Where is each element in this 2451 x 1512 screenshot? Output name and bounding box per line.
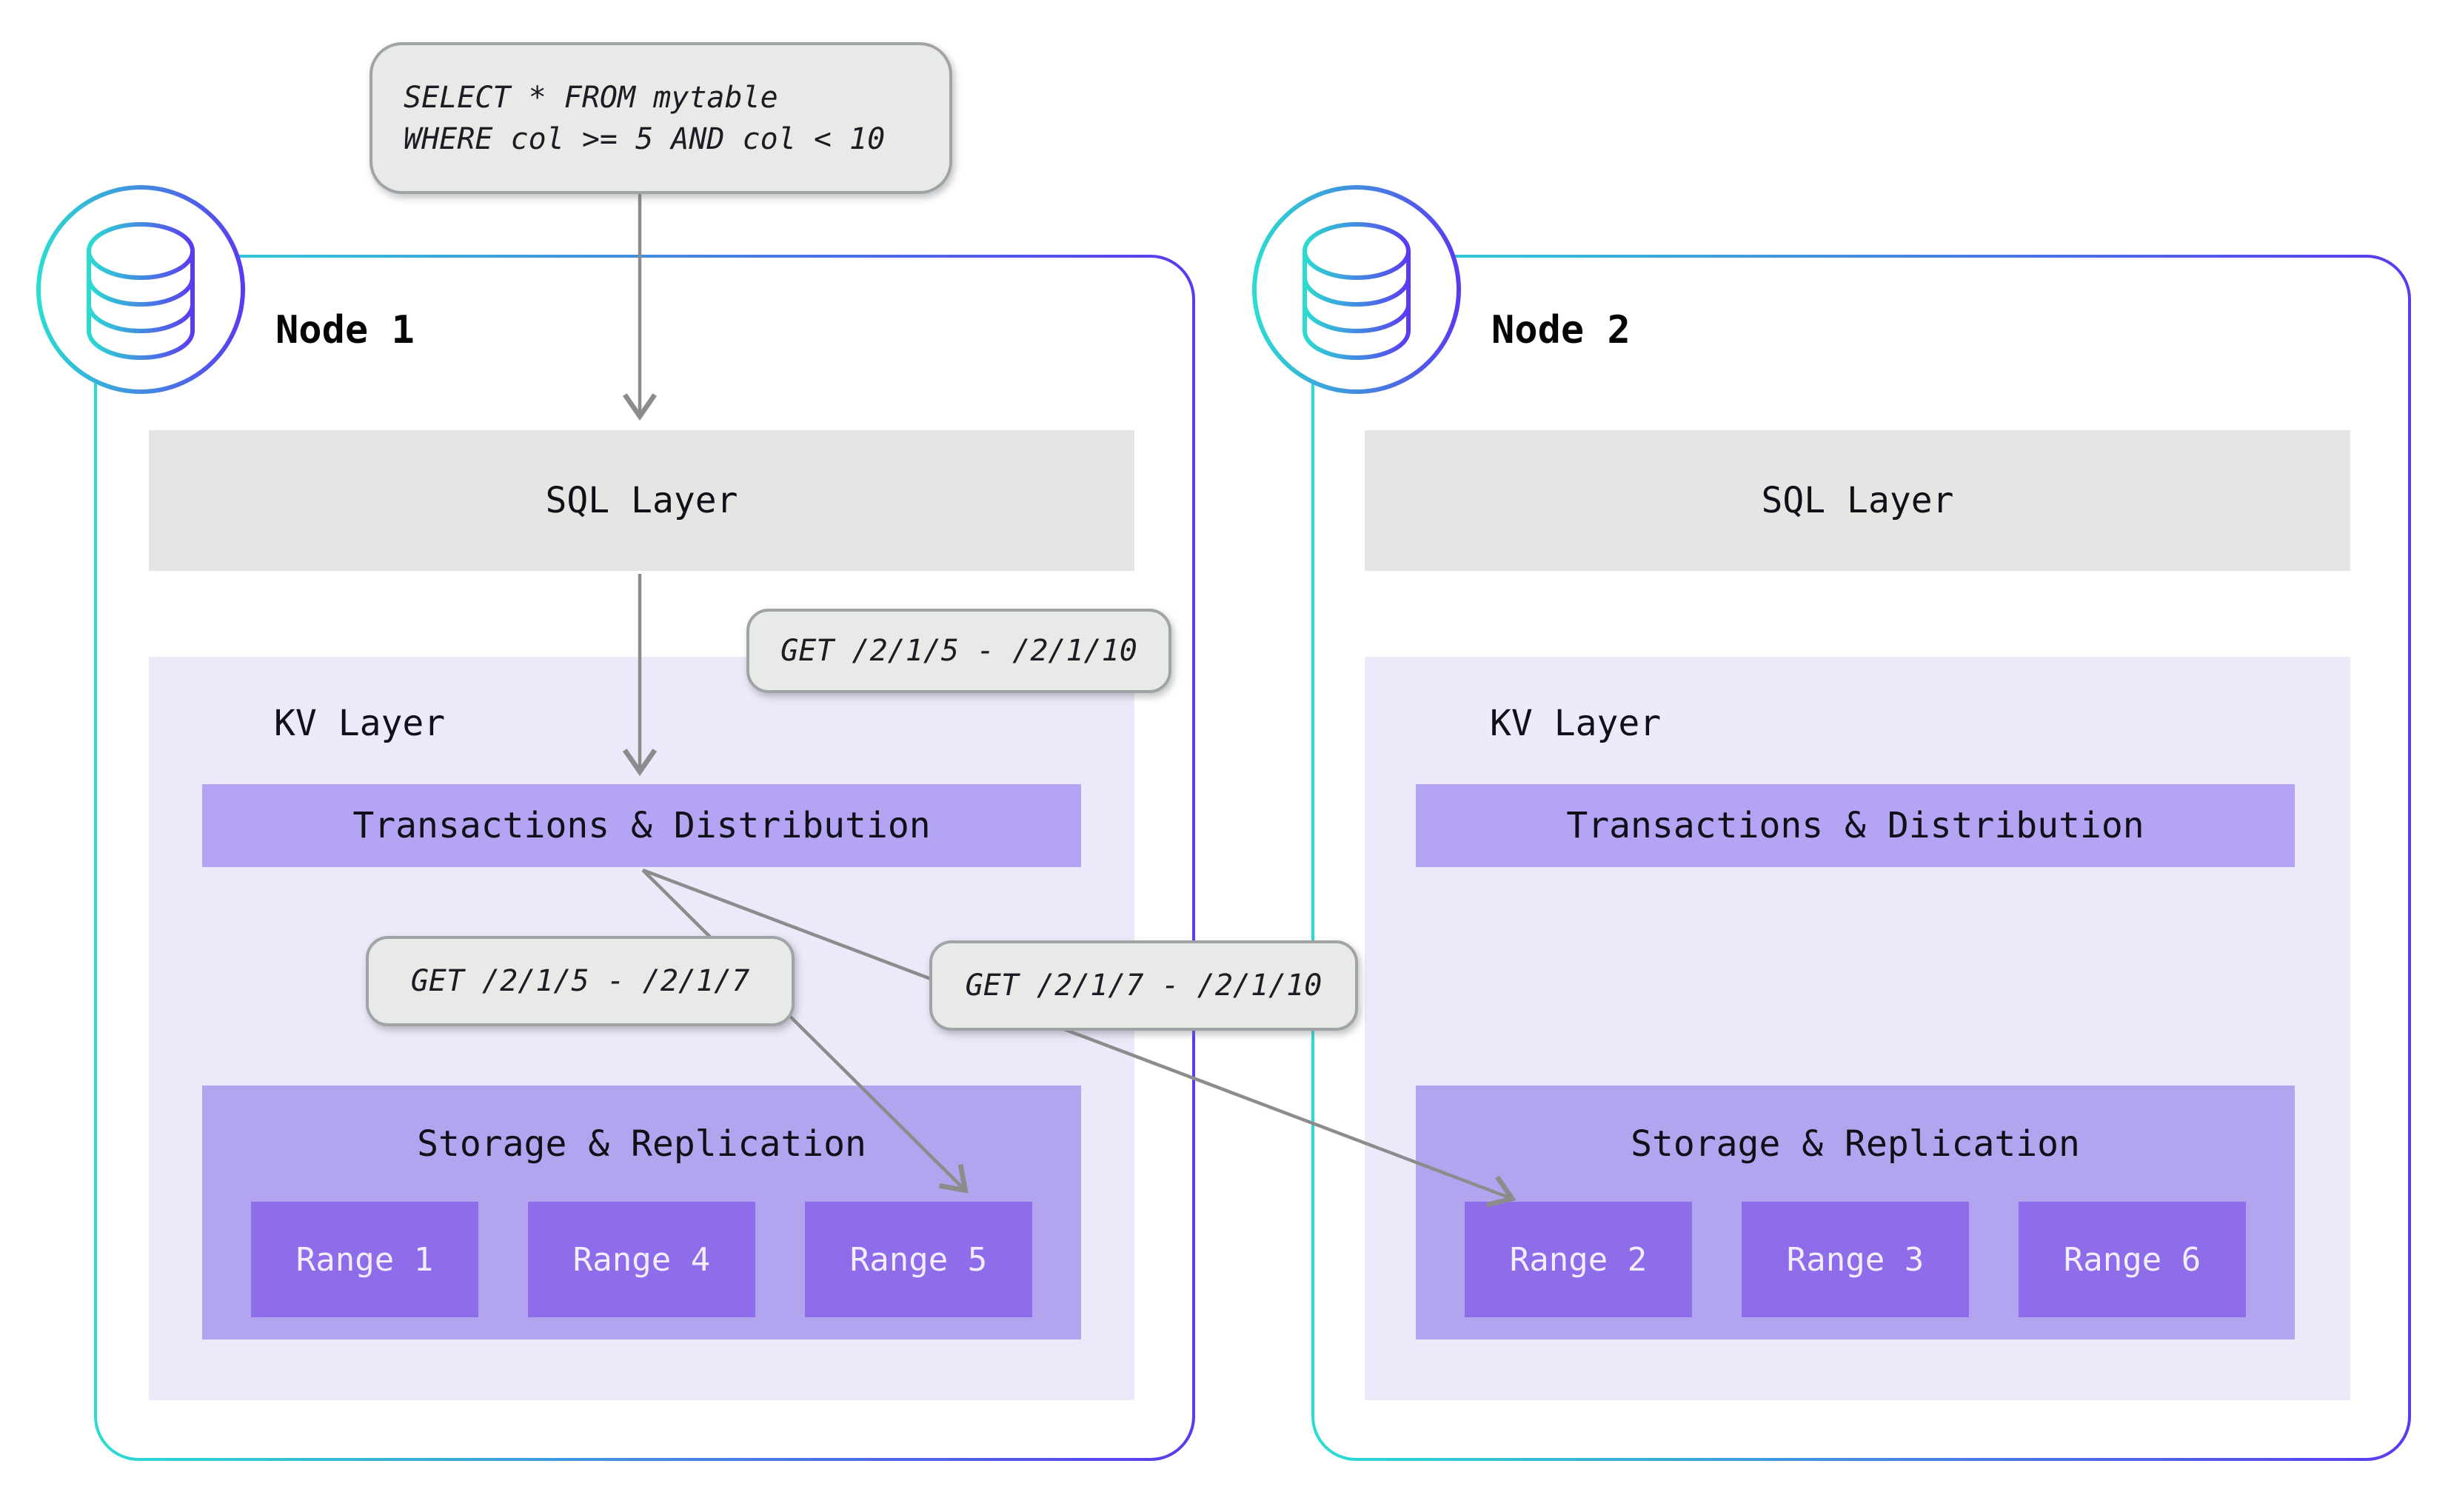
range-row: Range 2 Range 3 Range 6 — [1416, 1202, 2295, 1317]
node-2-title: Node 2 — [1491, 308, 1631, 352]
get-range-text: GET /2/1/5 - /2/1/7 — [410, 964, 750, 998]
transactions-label: Transactions & Distribution — [1566, 805, 2144, 846]
range-tile: Range 3 — [1742, 1202, 1969, 1317]
node-2-sql-layer: SQL Layer — [1365, 430, 2350, 571]
node-1-title: Node 1 — [275, 308, 415, 352]
get-range-label-right-split: GET /2/1/7 - /2/1/10 — [929, 940, 1358, 1031]
database-icon — [1252, 185, 1461, 394]
query-line-2: WHERE col >= 5 AND col < 10 — [404, 121, 886, 156]
node-1-storage-replication: Storage & Replication Range 1 Range 4 Ra… — [202, 1086, 1081, 1339]
get-range-text: GET /2/1/5 - /2/1/10 — [780, 634, 1137, 668]
range-tile: Range 1 — [251, 1202, 478, 1317]
range-row: Range 1 Range 4 Range 5 — [202, 1202, 1081, 1317]
arrow-transactions-to-node2-range2 — [642, 868, 1517, 1208]
range-tile: Range 2 — [1465, 1202, 1692, 1317]
storage-label: Storage & Replication — [417, 1123, 866, 1165]
get-range-text: GET /2/1/7 - /2/1/10 — [965, 969, 1323, 1003]
range-tile: Range 5 — [805, 1202, 1032, 1317]
node-1-sql-layer: SQL Layer — [149, 430, 1134, 571]
node-1-transactions-distribution: Transactions & Distribution — [202, 784, 1081, 867]
kv-layer-label: KV Layer — [274, 703, 446, 744]
range-tile: Range 6 — [2019, 1202, 2246, 1317]
get-range-label-combined: GET /2/1/5 - /2/1/10 — [746, 609, 1171, 693]
database-icon — [36, 185, 245, 394]
node-2-storage-replication: Storage & Replication Range 2 Range 3 Ra… — [1416, 1086, 2295, 1339]
node-2-transactions-distribution: Transactions & Distribution — [1416, 784, 2295, 867]
arrow-transactions-to-range5 — [641, 869, 969, 1194]
sql-query-label: SELECT * FROM mytable WHERE col >= 5 AND… — [370, 42, 952, 194]
get-range-label-left-split: GET /2/1/5 - /2/1/7 — [366, 936, 795, 1026]
kv-layer-label: KV Layer — [1490, 703, 1662, 744]
transactions-label: Transactions & Distribution — [352, 805, 931, 846]
range-tile: Range 4 — [528, 1202, 755, 1317]
sql-layer-label: SQL Layer — [1761, 480, 1954, 521]
query-line-1: SELECT * FROM mytable — [404, 80, 778, 115]
storage-label: Storage & Replication — [1631, 1123, 2080, 1165]
sql-layer-label: SQL Layer — [545, 480, 738, 521]
node-2-kv-layer: KV Layer Transactions & Distribution Sto… — [1365, 657, 2350, 1400]
